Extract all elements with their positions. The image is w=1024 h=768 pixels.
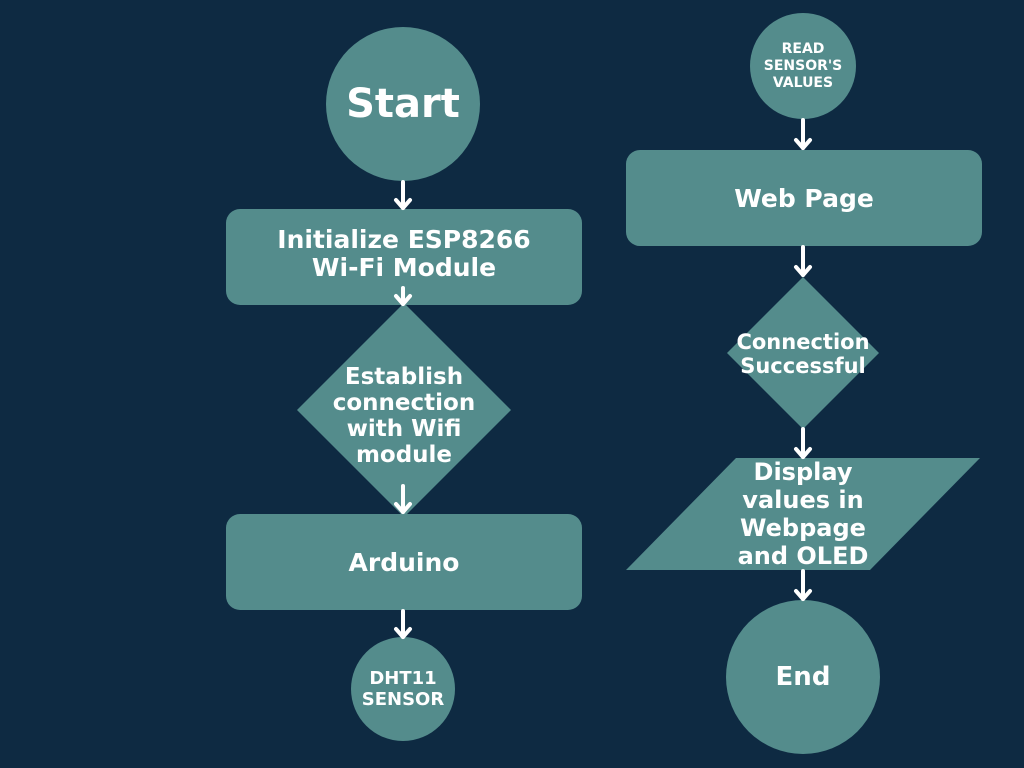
arduino-node: Arduino [226,514,582,610]
arrow-connection-to-display [794,427,812,459]
read-sensor-node: READ SENSOR'S VALUES [750,13,856,119]
arrow-init-to-establish [394,286,412,306]
connection-label: Connection Successful [736,330,870,378]
connection-node-shape [727,277,879,429]
init-wifi-label: Initialize ESP8266 Wi-Fi Module [277,225,531,282]
arrow-arduino-to-dht11 [394,609,412,639]
establish-node-shape [297,303,511,517]
end-label: End [775,662,831,692]
init-wifi-node: Initialize ESP8266 Wi-Fi Module [226,209,582,299]
start-node-shape [326,27,480,181]
arduino-label: Arduino [348,547,460,577]
dht11-node-shape [351,637,455,741]
start-node: Start [326,27,480,181]
end-node: End [726,600,880,754]
init-wifi-node-shape [226,209,582,305]
end-node-shape [726,600,880,754]
display-node-shape [626,458,980,570]
read-sensor-node-shape [750,13,856,119]
arrow-establish-to-arduino [394,484,412,514]
web-page-node: Web Page [626,150,982,246]
arrow-webpage-to-connection [794,245,812,277]
start-label: Start [346,81,460,127]
establish-node: Establish connection with Wifi module [297,351,511,481]
establish-label: Establish connection with Wifi module [332,364,476,468]
arrow-read-to-webpage [794,118,812,150]
arduino-node-shape [226,514,582,610]
arrow-display-to-end [794,569,812,601]
display-label: Display values in Webpage and OLED [737,458,869,570]
dht11-label: DHT11 SENSOR [361,668,445,710]
web-page-label: Web Page [734,183,874,213]
display-node: Display values in Webpage and OLED [700,458,906,570]
dht11-node: DHT11 SENSOR [351,637,455,741]
connection-node: Connection Successful [719,327,887,381]
read-sensor-label: READ SENSOR'S VALUES [763,40,843,91]
arrow-start-to-init [394,180,412,210]
web-page-node-shape [626,150,982,246]
